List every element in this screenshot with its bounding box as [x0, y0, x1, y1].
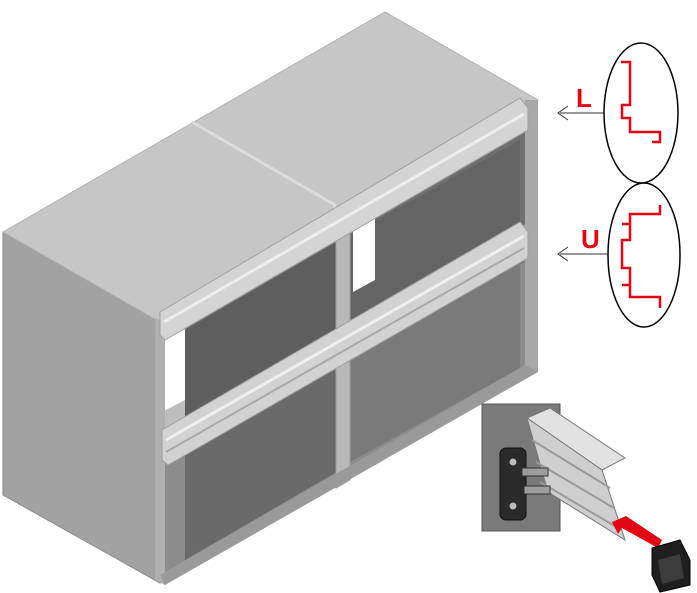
callout-u-arrow-head [557, 246, 569, 262]
detail-inset [481, 403, 691, 593]
detail-clip-2 [523, 485, 551, 495]
detail-clip-1 [521, 467, 549, 477]
detail-rail-groove-2 [535, 461, 615, 509]
cabinet-upper-left-wall [185, 240, 340, 440]
detail-screw-top [508, 457, 518, 467]
middle-rail-u-profile [161, 221, 529, 466]
cabinet-right-end [525, 100, 538, 378]
callout-u-ellipse [607, 182, 681, 328]
detail-screw-bottom [508, 501, 518, 511]
l-profile-shape [620, 60, 662, 144]
cabinet-bottom-base [160, 365, 538, 585]
cabinet-lower-right-wall [350, 260, 520, 462]
cabinet-opening-right [353, 218, 375, 292]
callout-u-profile: L U [557, 182, 681, 328]
middle-rail-groove [165, 247, 525, 453]
callout-l-label: L [576, 83, 592, 113]
cabinet-upper-right-wall [350, 140, 520, 345]
callout-l-arrow-head [557, 105, 569, 121]
callout-l-profile: L [557, 42, 679, 184]
cabinet [1, 11, 539, 585]
cabinet-lower-left-wall [185, 355, 340, 560]
detail-rail-front-face [526, 416, 626, 542]
top-rail-highlight [163, 112, 525, 324]
detail-end-cap-face [658, 554, 684, 584]
callout-u-label-text: U [581, 224, 600, 254]
cabinet-opening-left [162, 318, 185, 412]
u-profile-shape [620, 205, 662, 308]
detail-rail-groove-3 [539, 481, 619, 529]
detail-end-plate [499, 447, 527, 521]
detail-rail-groove-1 [531, 439, 611, 489]
callout-l-ellipse [603, 42, 679, 184]
detail-insert-arrow [612, 516, 662, 548]
cabinet-front-left-upright [155, 318, 165, 585]
middle-rail-highlight [165, 234, 525, 442]
